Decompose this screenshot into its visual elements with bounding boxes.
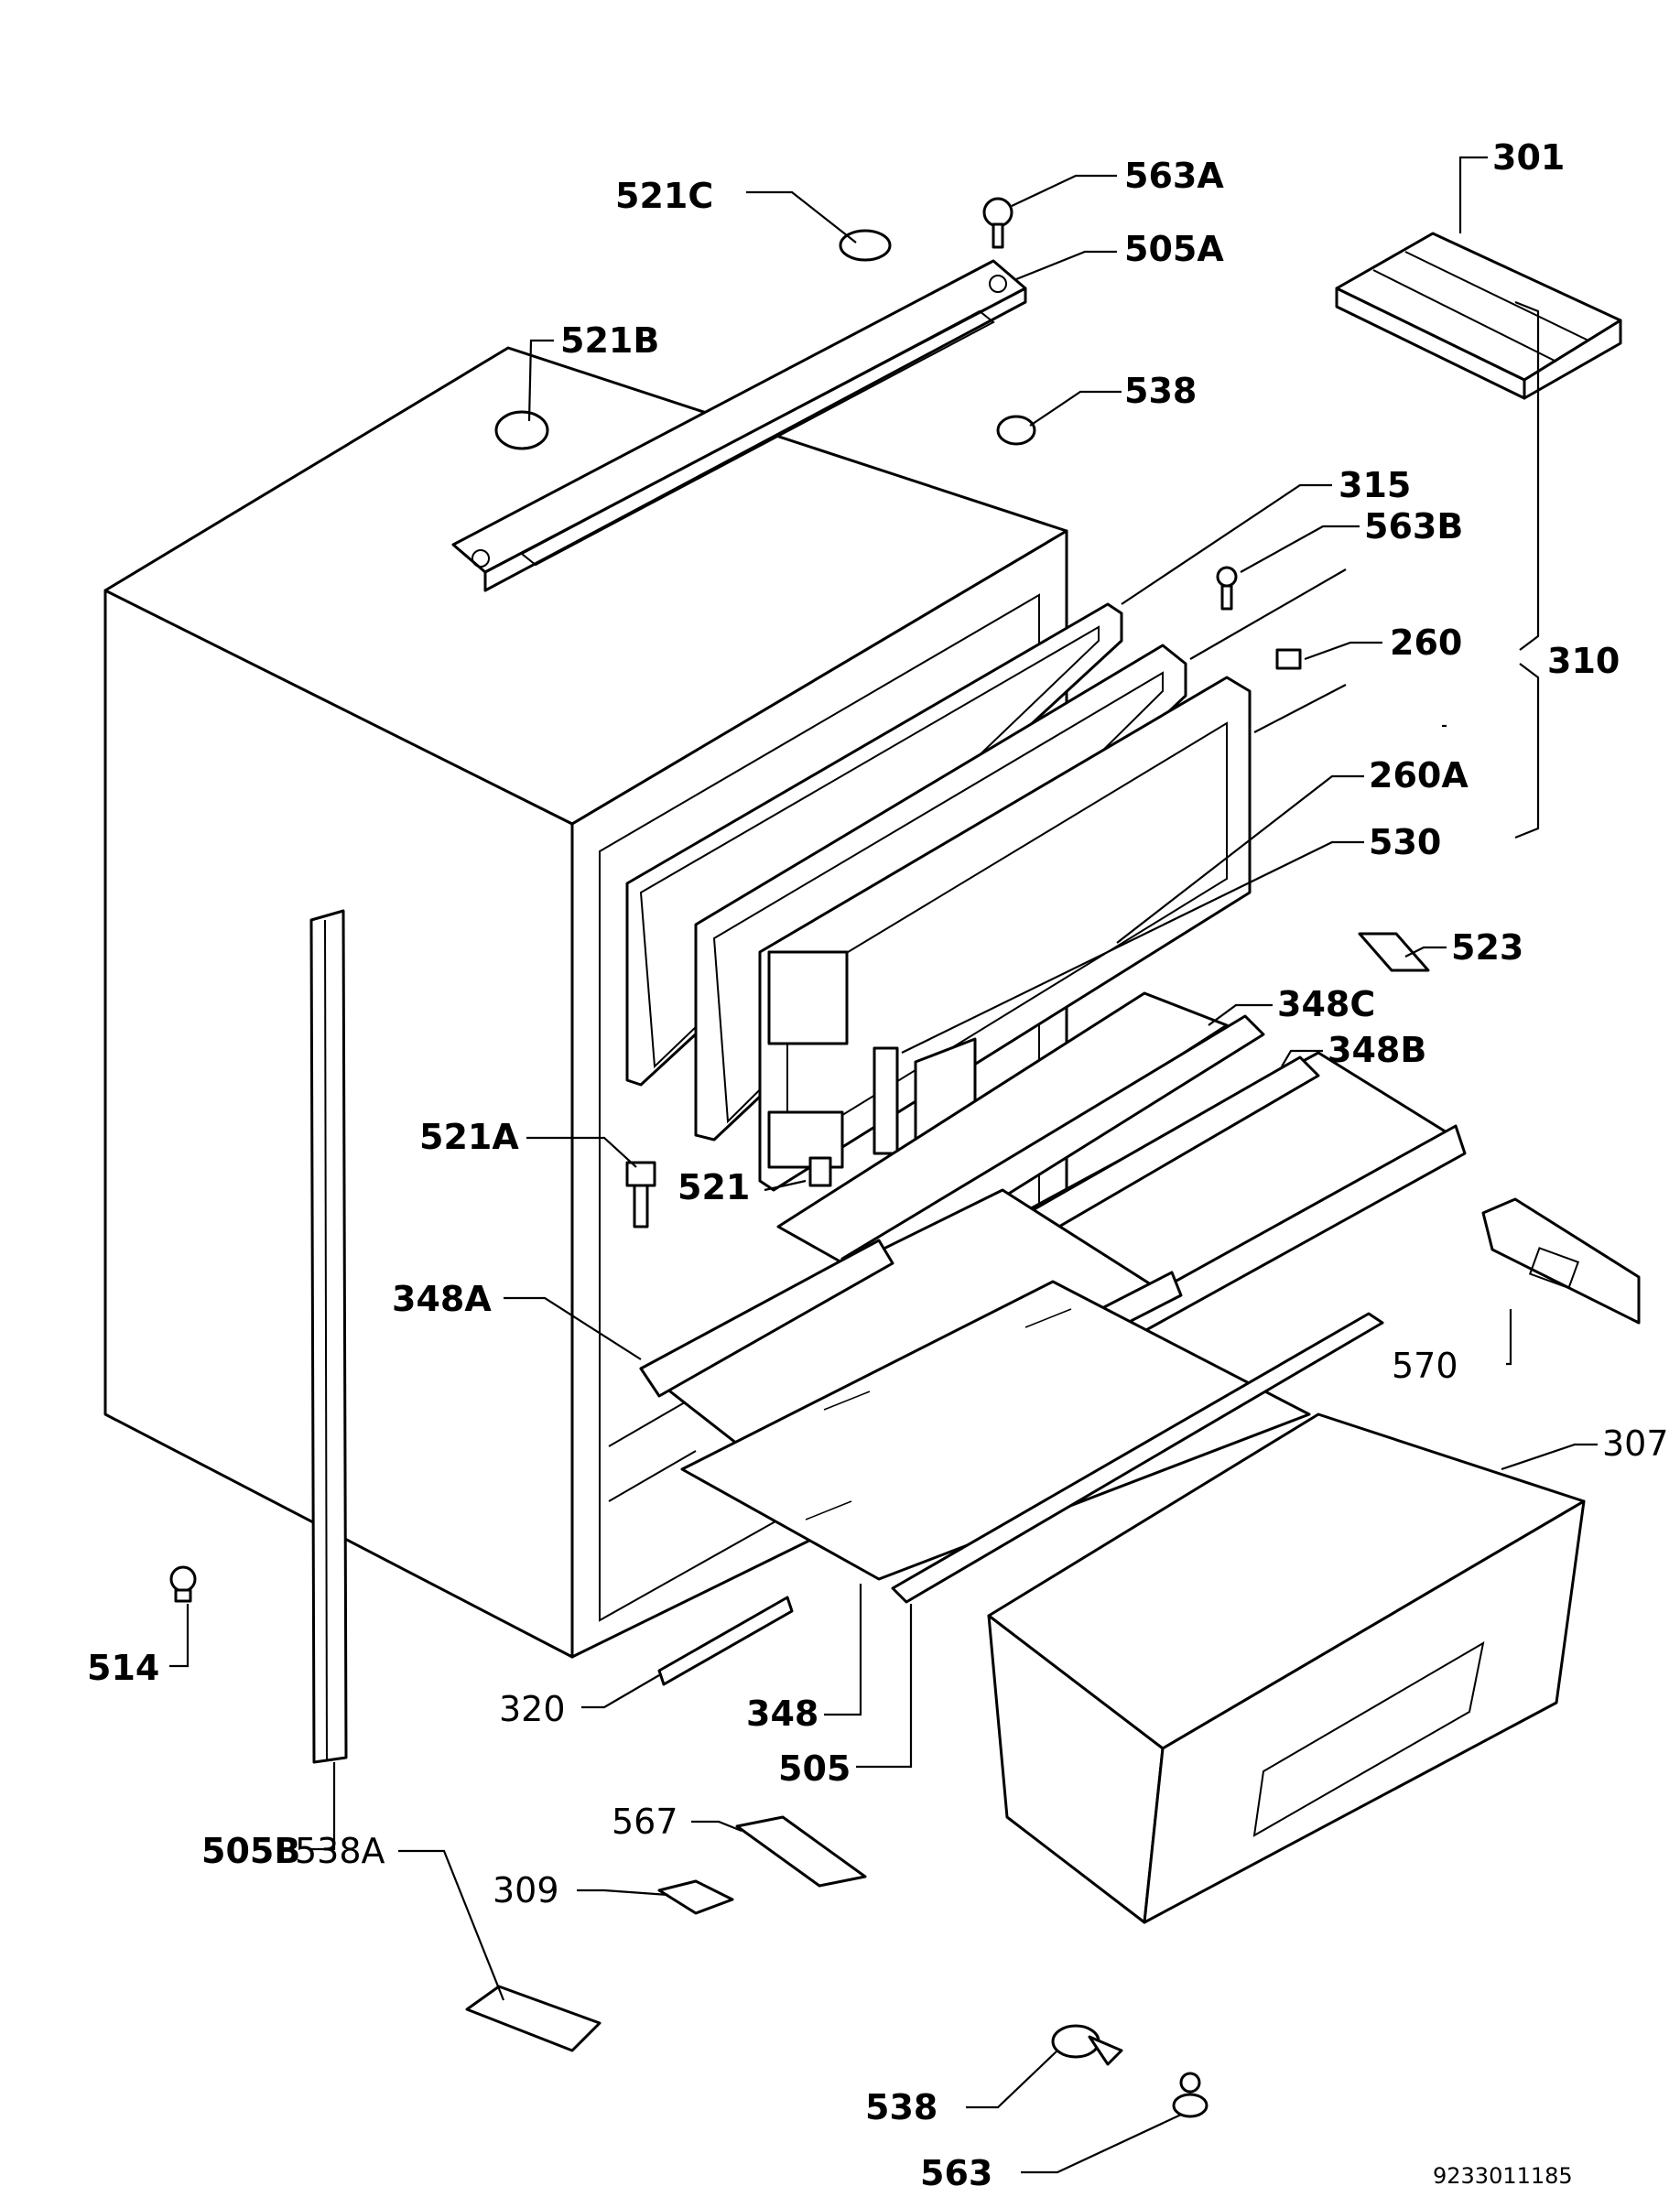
callout-labels: 521C 563A 505A 521B 301 538 315 563B 260… [87,137,1669,2193]
small-parts [169,197,1430,2118]
callout-521A: 521A [419,1117,519,1157]
door-seal-strip [309,909,348,1764]
callout-521: 521 [677,1167,750,1207]
callout-260A: 260A [1369,755,1469,795]
callout-315: 315 [1339,465,1411,505]
callout-320: 320 [499,1689,566,1729]
callout-505: 505 [778,1748,851,1789]
glass-shelves [639,991,1467,1604]
top-rail-part [451,259,1027,592]
vegetable-drawer [987,1412,1586,1924]
callout-538: 538 [1124,371,1197,411]
callout-348: 348 [746,1694,818,1734]
ice-tray [1335,232,1622,400]
callout-309: 309 [493,1870,559,1910]
callout-505B: 505B [201,1831,300,1871]
callout-348C: 348C [1277,984,1375,1024]
callout-260: 260 [1390,622,1462,663]
callout-563: 563 [920,2153,992,2193]
callout-514: 514 [87,1648,159,1688]
callout-567: 567 [612,1802,678,1842]
callout-530: 530 [1369,822,1441,862]
leader-lines [169,156,1598,2174]
callout-505A: 505A [1124,229,1224,269]
callout-570: 570 [1392,1346,1458,1386]
callout-521C: 521C [615,176,713,216]
callout-348A: 348A [392,1279,492,1319]
callout-348B: 348B [1328,1030,1426,1070]
callout-563B: 563B [1364,506,1463,547]
callout-523: 523 [1451,927,1523,968]
thermostat-control [1481,1197,1641,1325]
door-frame-assembly [625,602,1252,1192]
callout-307: 307 [1602,1423,1669,1464]
callout-538A: 538A [295,1831,385,1871]
callout-538-bottom: 538 [865,2087,938,2127]
document-number: 9233011185 [1433,2163,1573,2189]
callout-301: 301 [1492,137,1565,178]
callout-310: 310 [1547,641,1620,681]
callout-563A: 563A [1124,156,1224,196]
callout-521B: 521B [560,320,659,361]
